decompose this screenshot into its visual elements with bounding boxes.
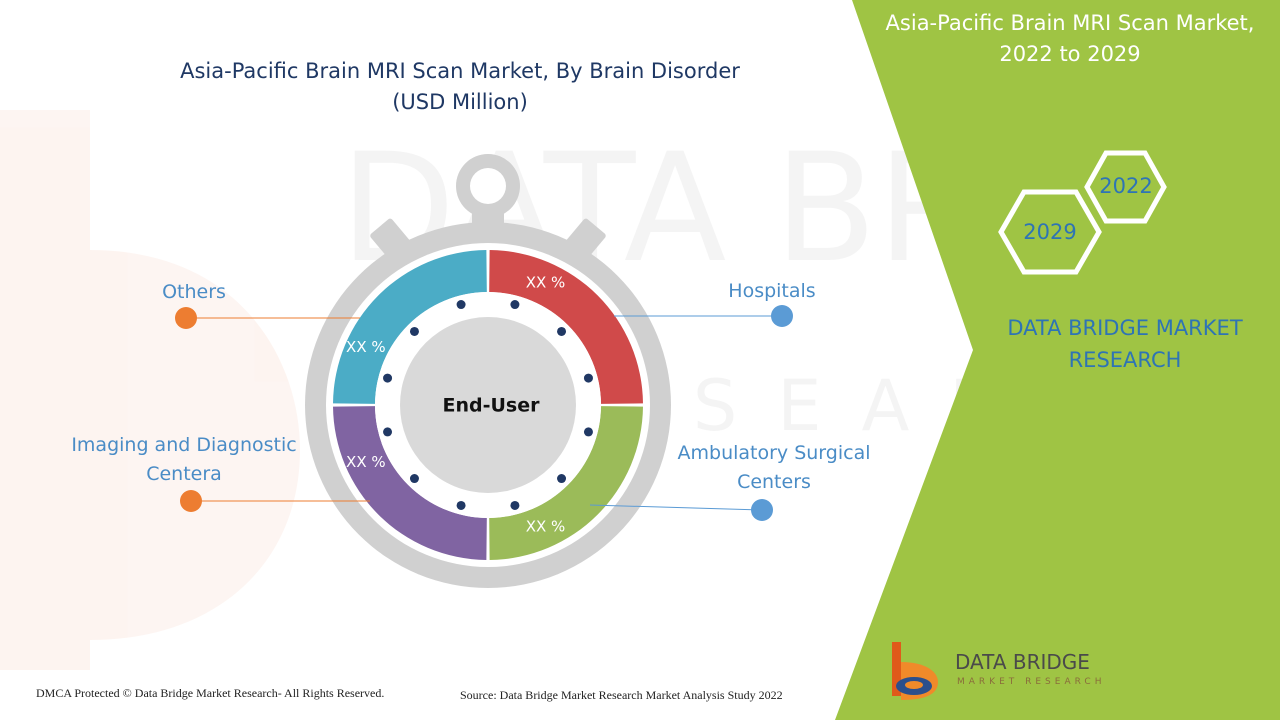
center-label: End-User — [443, 395, 541, 417]
slice-percent-label: XX % — [346, 338, 386, 356]
dial-dot — [510, 500, 520, 510]
panel-title: Asia-Pacific Brain MRI Scan Market, 2022… — [860, 8, 1280, 70]
logo-subtitle: MARKET RESEARCH — [957, 677, 1106, 687]
others-dot — [175, 307, 197, 329]
slice-hospitals — [489, 250, 643, 404]
connectors — [175, 305, 793, 521]
dial-dot — [557, 326, 567, 336]
slice-imaging — [333, 406, 487, 560]
dial-dot — [557, 474, 567, 484]
dial-dot — [583, 427, 593, 437]
dial-dot — [409, 474, 419, 484]
dial-dot — [583, 373, 593, 383]
brand-text: DATA BRIDGE MARKET RESEARCH — [1007, 316, 1243, 372]
chart-title: Asia-Pacific Brain MRI Scan Market, By B… — [130, 56, 790, 118]
slice-percent-label: XX % — [346, 453, 386, 471]
dial-dot — [456, 300, 466, 310]
imaging-dot — [180, 490, 202, 512]
dial-dot — [383, 373, 393, 383]
label-ambulatory: Ambulatory Surgical Centers — [677, 442, 871, 493]
ambulatory-dot — [751, 499, 773, 521]
label-others: Others — [162, 281, 226, 303]
panel-title-line-1: Asia-Pacific Brain MRI Scan Market, — [885, 11, 1255, 35]
year-2029: 2029 — [1023, 220, 1077, 244]
logo-name: DATA BRIDGE — [955, 650, 1090, 674]
panel-title-line-2: 2022 to 2029 — [999, 42, 1141, 66]
slice-percent-label: XX % — [526, 518, 566, 536]
source-note: Source: Data Bridge Market Research Mark… — [460, 688, 783, 702]
dial-dot — [510, 300, 520, 310]
center-hub — [400, 317, 576, 493]
company-logo — [892, 642, 938, 700]
year-2022: 2022 — [1099, 174, 1153, 198]
slice-others — [333, 250, 487, 404]
dial-dot — [456, 500, 466, 510]
chart-title-line-1: Asia-Pacific Brain MRI Scan Market, By B… — [180, 59, 740, 83]
chart-title-line-2: (USD Million) — [392, 90, 528, 114]
dial-dot — [409, 326, 419, 336]
dial-dot — [383, 427, 393, 437]
slice-percent-label: XX % — [526, 273, 566, 291]
slice-ambulatory — [489, 406, 643, 560]
copyright-notice: DMCA Protected © Data Bridge Market Rese… — [36, 686, 385, 700]
label-imaging: Imaging and Diagnostic Centera — [71, 434, 297, 485]
label-hospitals: Hospitals — [728, 280, 816, 302]
hospitals-dot — [771, 305, 793, 327]
